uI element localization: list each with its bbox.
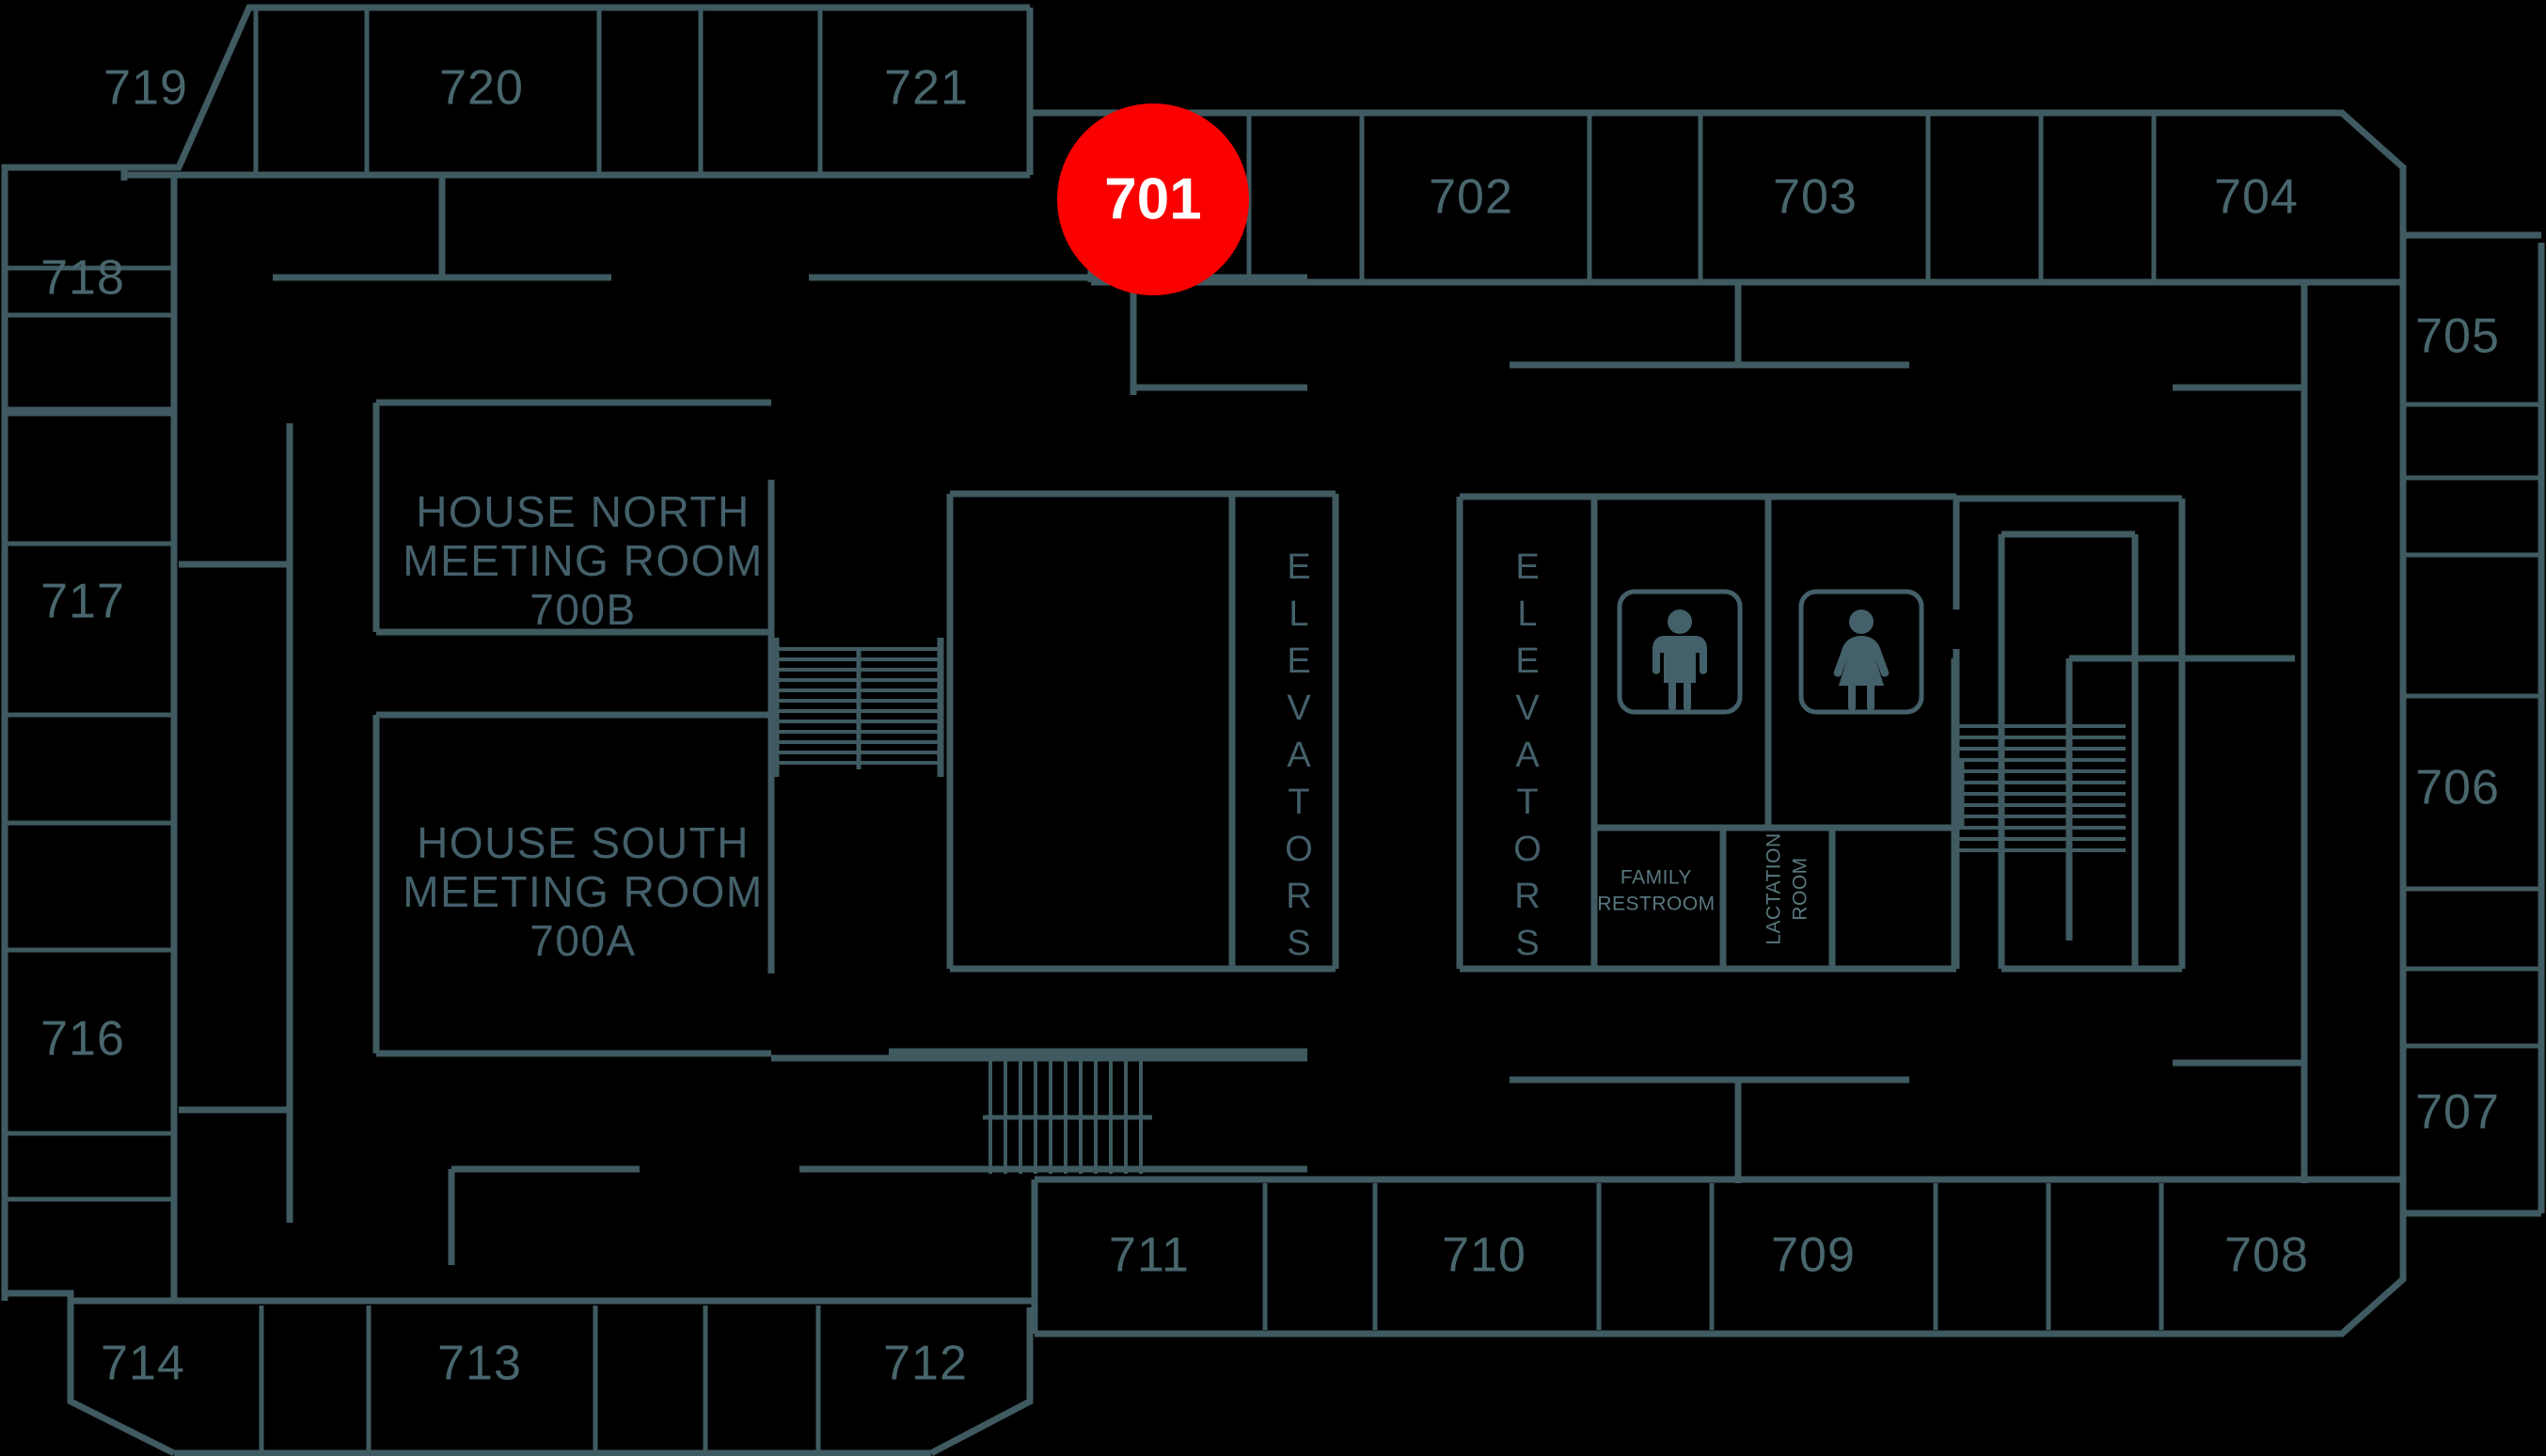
elevator-letter: L — [1289, 594, 1308, 634]
room-label-702: 702 — [1429, 170, 1513, 225]
elevator-letter: E — [1515, 547, 1539, 587]
lactation-room-label: LACTATION ROOM — [1763, 832, 1811, 944]
elevator-letter: L — [1517, 594, 1537, 634]
room-label-703: 703 — [1773, 170, 1858, 225]
elevator-letter: R — [1286, 877, 1311, 916]
meeting-label-line: HOUSE SOUTH — [417, 818, 750, 867]
elevator-letter: E — [1515, 641, 1539, 681]
elevator-letter: T — [1288, 783, 1309, 822]
meeting-room-label-700B: HOUSE NORTH MEETING ROOM 700B — [403, 487, 763, 634]
room-label-712: 712 — [883, 1337, 968, 1391]
room-label-713: 713 — [437, 1337, 522, 1391]
marker-circle[interactable] — [1057, 103, 1249, 295]
elevator-letter: V — [1287, 688, 1311, 728]
house-meeting-rooms[interactable] — [372, 399, 775, 1057]
room-label-717: 717 — [40, 575, 125, 629]
room-label-705: 705 — [2415, 309, 2500, 364]
female-restroom-icon — [1798, 589, 1924, 715]
elevator-letter: E — [1287, 641, 1310, 681]
elevator-letter: T — [1516, 783, 1538, 822]
room-label-719: 719 — [103, 61, 188, 116]
room-label-721: 721 — [884, 61, 969, 116]
central-core-walls — [946, 490, 2295, 973]
room-label-714: 714 — [101, 1337, 185, 1391]
stairs-east — [1951, 658, 2126, 969]
elevator-letter: A — [1515, 736, 1540, 775]
meeting-room-label-700A: HOUSE SOUTH MEETING ROOM 700A — [403, 818, 763, 965]
elevator-letter: R — [1514, 877, 1540, 916]
family-restroom-line: FAMILY — [1621, 867, 1692, 889]
meeting-label-line: HOUSE NORTH — [416, 487, 751, 536]
bottom-left-band-partitions — [259, 1306, 821, 1453]
bottom-band-partitions — [1262, 1183, 2164, 1330]
room-label-710: 710 — [1442, 1228, 1526, 1283]
elevator-letter: A — [1287, 736, 1311, 775]
male-restroom-icon — [1617, 589, 1743, 715]
room-label-718: 718 — [40, 251, 125, 306]
meeting-label-line: MEETING ROOM — [403, 536, 763, 585]
room-label-709: 709 — [1771, 1228, 1856, 1283]
elevator-label-east: E L E V A T O R S — [1513, 547, 1542, 963]
stairs-south — [983, 1061, 1152, 1174]
top-band-partitions — [253, 9, 823, 172]
meeting-label-line: 700B — [530, 585, 636, 634]
right-band-partitions — [2406, 402, 2541, 1049]
room-label-706: 706 — [2415, 761, 2500, 815]
elevator-letter: O — [1285, 830, 1313, 869]
elevator-letter: O — [1513, 830, 1542, 869]
meeting-label-line: MEETING ROOM — [403, 867, 763, 916]
elevator-label-west: E L E V A T O R S — [1285, 547, 1313, 963]
elevator-letter: S — [1515, 924, 1539, 963]
elevator-letter: E — [1287, 547, 1310, 587]
room-labels: 719 720 721 702 703 704 705 706 707 708 … — [40, 61, 2500, 1391]
room-label-707: 707 — [2415, 1085, 2500, 1140]
location-marker-701[interactable]: 701 — [1057, 103, 1249, 295]
perimeter-walls — [1, 4, 2545, 1456]
meeting-label-line: 700A — [530, 916, 636, 965]
left-band-partitions — [5, 177, 293, 1301]
family-restroom-label: FAMILY RESTROOM — [1597, 867, 1715, 915]
inner-corridor-walls — [273, 174, 2308, 1265]
top-right-band-partitions — [1087, 116, 2403, 286]
family-restroom-line: RESTROOM — [1597, 894, 1715, 915]
elevator-letter: V — [1515, 688, 1540, 728]
marker-label: 701 — [1104, 166, 1201, 231]
elevator-letter: S — [1287, 924, 1310, 963]
room-label-704: 704 — [2214, 170, 2299, 225]
room-label-708: 708 — [2224, 1228, 2309, 1283]
room-label-720: 720 — [439, 61, 524, 116]
room-label-716: 716 — [40, 1012, 125, 1067]
lactation-room-line: ROOM — [1790, 857, 1811, 920]
stairs-north — [772, 638, 944, 777]
lactation-room-line: LACTATION — [1763, 832, 1785, 944]
room-label-711: 711 — [1109, 1228, 1190, 1283]
